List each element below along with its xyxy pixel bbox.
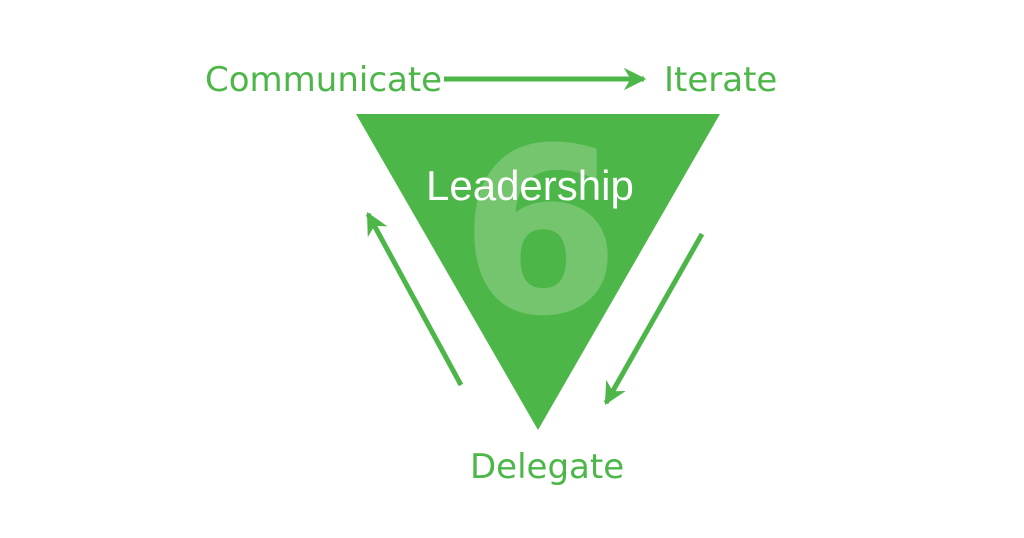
label-leadership: Leadership (426, 162, 634, 209)
label-iterate: Iterate (664, 60, 778, 100)
label-communicate: Communicate (205, 60, 443, 100)
label-delegate: Delegate (470, 447, 625, 487)
arrow-iterate-to-delegate (603, 232, 705, 405)
arrow-delegate-to-communicate (365, 212, 464, 387)
numeral-six: 6 (460, 100, 620, 367)
leadership-triangle (356, 114, 720, 430)
